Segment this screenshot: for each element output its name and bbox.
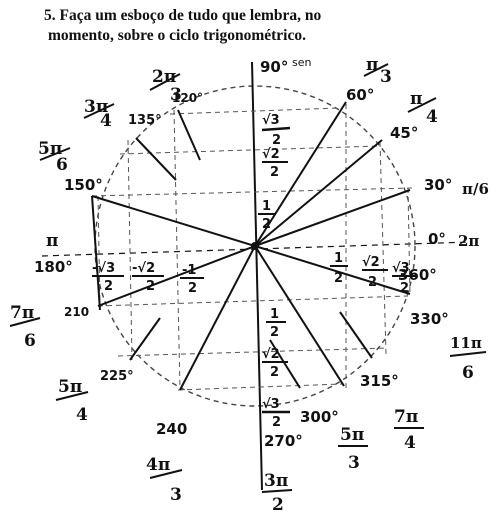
rad-pi4-den: 4 [426, 107, 438, 127]
label-315deg: 315° [360, 372, 399, 390]
val-cos-neg-1: -1 [182, 263, 196, 278]
val-sqrt3-over-2-top: √3 [262, 113, 280, 128]
rad-pi4-num: π [410, 89, 422, 109]
rad-3pi4-num: 3π [84, 97, 108, 117]
rad-3pi4-bar [83, 103, 115, 119]
question-line-2: momento, sobre o ciclo trigonométrico. [48, 27, 306, 44]
unit-circle [94, 85, 416, 407]
rad-5pi3-den: 3 [348, 453, 360, 473]
val-den-2-b: 2 [270, 165, 279, 180]
val-1-over-2-top: 1 [262, 199, 271, 214]
label-240deg: 240 [156, 420, 187, 438]
val-cos-sqrt3: √3 [392, 261, 410, 276]
val-cos-neg-sqrt3: -√3 [92, 261, 115, 276]
rad-4pi3-num: 4π [146, 455, 170, 475]
label-180deg: 180° [34, 258, 73, 276]
label-0deg: 0° [428, 230, 446, 248]
rad-5pi4-num: 5π [58, 377, 82, 397]
vertical-axis [251, 61, 263, 491]
rad-5pi6-den: 6 [56, 155, 68, 175]
rad-11pi6-num: 11π [450, 334, 482, 352]
label-225deg: 225° [100, 369, 134, 384]
rad-3pi2-den: 2 [272, 495, 284, 515]
val-cos-den-2-d: 2 [104, 279, 113, 294]
rad-pi3-den: 3 [380, 67, 392, 87]
rad-2pi3-bar [149, 73, 181, 91]
label-330deg: 330° [410, 310, 449, 328]
rad-5pi6-bar [39, 147, 71, 161]
val-den-2-a: 2 [272, 133, 281, 148]
label-30deg: 30° [424, 176, 452, 194]
val-cos-den-2-e: 2 [146, 279, 155, 294]
radius-lines [91, 101, 411, 391]
val-den-2-d: 2 [270, 325, 279, 340]
question-text: 5. Faça um esboço de tudo que lembra, no… [44, 6, 404, 46]
val-neg-sqrt2-over-2: √2 [262, 347, 280, 362]
projection-lines [91, 104, 413, 391]
rad-2pi3-den: 3 [170, 85, 182, 105]
label-300deg: 300° [300, 408, 339, 426]
rad-pi: π [46, 231, 58, 251]
rad-7pi6-den-b: 6 [24, 331, 36, 351]
val-neg-sqrt3-over-2: √3 [262, 397, 280, 412]
label-45deg: 45° [390, 124, 418, 142]
question-line-1: 5. Faça um esboço de tudo que lembra, no [44, 7, 322, 24]
rad-2pi: 2π [458, 232, 479, 250]
rad-4pi3-den: 3 [170, 485, 182, 505]
rad-5pi4-bar [55, 391, 89, 401]
rad-7pi4-num: 7π [394, 407, 418, 427]
val-den-2-f: 2 [272, 415, 281, 430]
rad-7pi4-den: 4 [404, 433, 416, 453]
val-cos-1-over-2: 1 [334, 251, 343, 266]
label-150deg: 150° [64, 176, 103, 194]
val-sqrt2-over-2-top: √2 [262, 147, 280, 162]
label-120deg: 120° [172, 91, 203, 105]
val-den-2-c: 2 [262, 217, 271, 232]
label-135deg: 135° [128, 113, 162, 128]
rad-5pi3-num: 5π [340, 425, 364, 445]
label-360deg: 360° [398, 266, 437, 284]
rad-pi3-bar [363, 63, 389, 77]
rad-3pi4-den: 4 [100, 111, 112, 131]
rad-11pi6-den: 6 [462, 363, 474, 383]
val-den-2-e: 2 [270, 365, 279, 380]
label-sen: sen [292, 56, 311, 69]
label-210deg: 210 [64, 305, 89, 319]
label-90deg: 90° [260, 58, 288, 76]
rad-7pi6-bar [9, 317, 41, 327]
frac-bar [261, 126, 291, 132]
val-cos-sqrt2: √2 [362, 255, 380, 270]
rad-5pi4-den: 4 [76, 405, 88, 425]
label-60deg: 60° [346, 86, 374, 104]
label-270deg: 270° [264, 432, 303, 450]
rad-7pi6-num: 7π [10, 303, 34, 323]
val-cos-den-2-f: 2 [188, 281, 197, 296]
val-cos-den-2-c: 2 [400, 281, 409, 296]
val-cos-neg-sqrt2: -√2 [132, 261, 155, 276]
val-cos-den-2-a: 2 [334, 271, 343, 286]
rad-3pi2-num: 3π [264, 471, 288, 491]
rad-2pi3-num: 2π [152, 67, 176, 87]
rad-4pi3-bar [149, 469, 183, 479]
rad-pi4-bar [407, 97, 437, 113]
origin-dot [251, 242, 259, 250]
val-cos-den-2-b: 2 [368, 275, 377, 290]
rad-3pi2-bar [261, 489, 293, 493]
rad-11pi6-bar [449, 351, 487, 357]
val-neg-1-over-2: 1 [270, 307, 279, 322]
rad-pi6: π/6 [462, 180, 489, 198]
